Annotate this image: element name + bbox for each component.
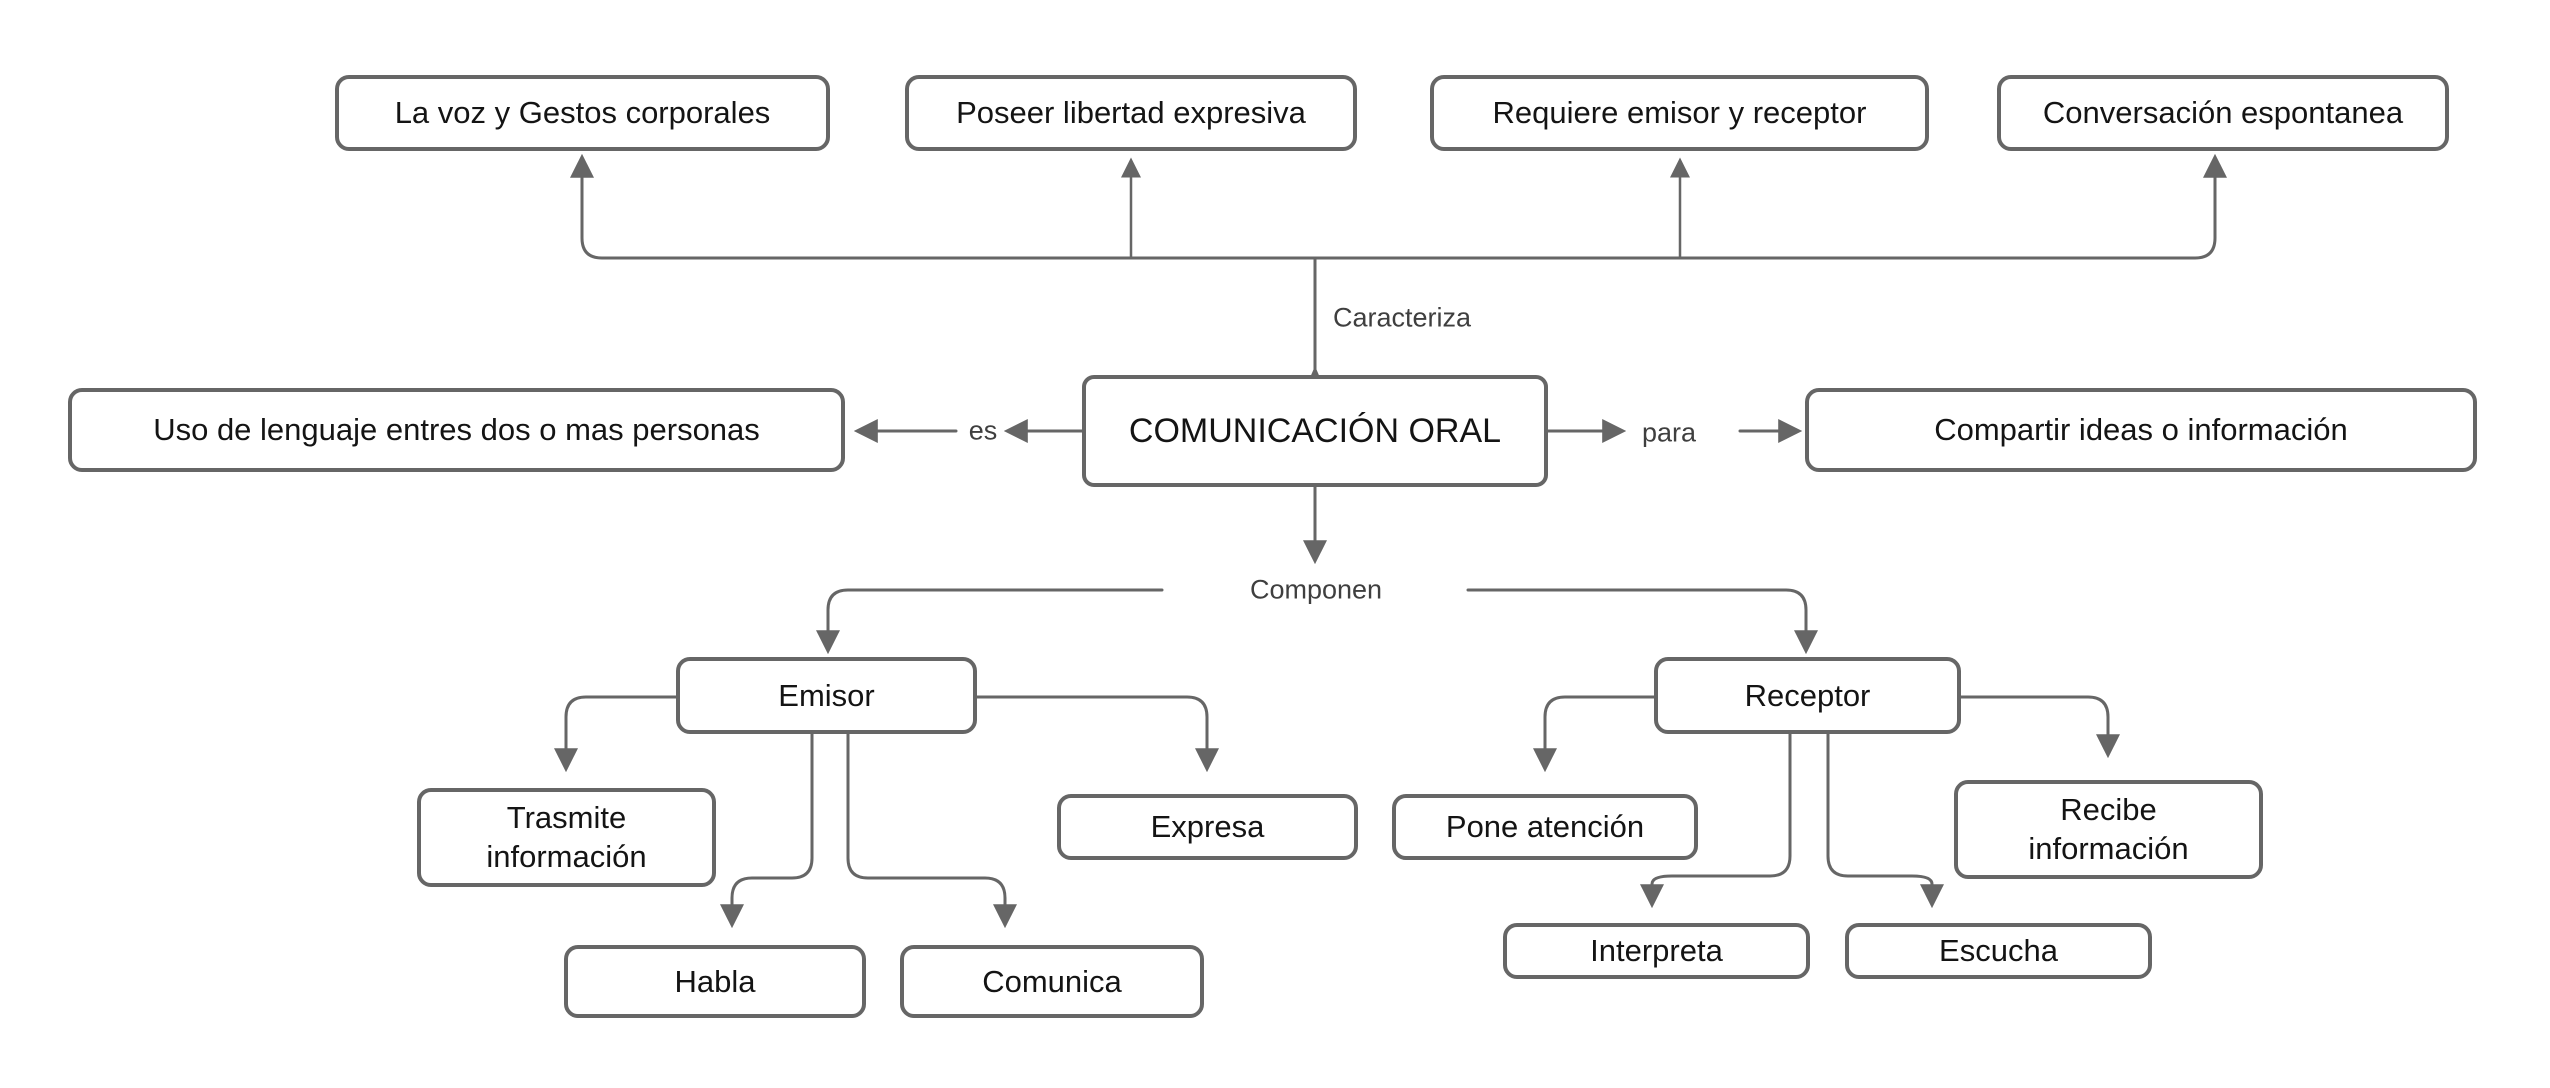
node-emisor[interactable]: Emisor	[676, 657, 977, 734]
node-expresa[interactable]: Expresa	[1057, 794, 1358, 860]
node-habla[interactable]: Habla	[564, 945, 866, 1018]
node-interpreta[interactable]: Interpreta	[1503, 923, 1810, 979]
node-trasmite-informacion[interactable]: Trasmite información	[417, 788, 716, 887]
edge-label-caracteriza: Caracteriza	[1333, 302, 1472, 333]
edge-label-para: para	[1641, 417, 1697, 448]
edge-label-es: es	[968, 415, 998, 446]
node-purpose[interactable]: Compartir ideas o información	[1805, 388, 2477, 472]
node-recibe-informacion[interactable]: Recibe información	[1954, 780, 2263, 879]
node-comunica[interactable]: Comunica	[900, 945, 1204, 1018]
node-characteristic-voz-gestos[interactable]: La voz y Gestos corporales	[335, 75, 830, 151]
node-receptor[interactable]: Receptor	[1654, 657, 1961, 734]
node-escucha[interactable]: Escucha	[1845, 923, 2152, 979]
edge-label-componen: Componen	[1249, 574, 1383, 605]
node-characteristic-libertad[interactable]: Poseer libertad expresiva	[905, 75, 1357, 151]
node-pone-atencion[interactable]: Pone atención	[1392, 794, 1698, 860]
node-definition[interactable]: Uso de lenguaje entres dos o mas persona…	[68, 388, 845, 472]
node-characteristic-conversacion[interactable]: Conversación espontanea	[1997, 75, 2449, 151]
node-central-comunicacion-oral[interactable]: COMUNICACIÓN ORAL	[1082, 375, 1548, 487]
node-characteristic-emisor-receptor[interactable]: Requiere emisor y receptor	[1430, 75, 1929, 151]
